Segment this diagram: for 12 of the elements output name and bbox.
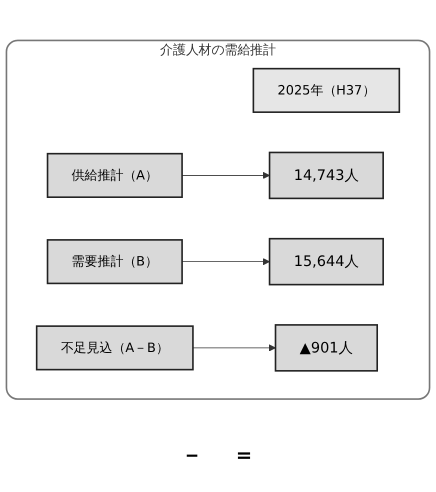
node-box: 2025年（H37） bbox=[252, 68, 400, 114]
arrow bbox=[192, 344, 276, 352]
node-box: 供給推計（A） bbox=[46, 153, 183, 198]
node-box: 15,644人 bbox=[268, 238, 384, 286]
node-box: 需要推計（B） bbox=[46, 239, 183, 284]
math-sign: ＝ bbox=[233, 442, 255, 470]
node-box: 不足見込（A－B） bbox=[36, 326, 194, 371]
math-sign: － bbox=[181, 442, 203, 470]
node-box: ▲901人 bbox=[274, 324, 378, 372]
arrow bbox=[182, 172, 270, 180]
node-box: 14,743人 bbox=[268, 152, 384, 200]
arrow bbox=[182, 258, 270, 266]
